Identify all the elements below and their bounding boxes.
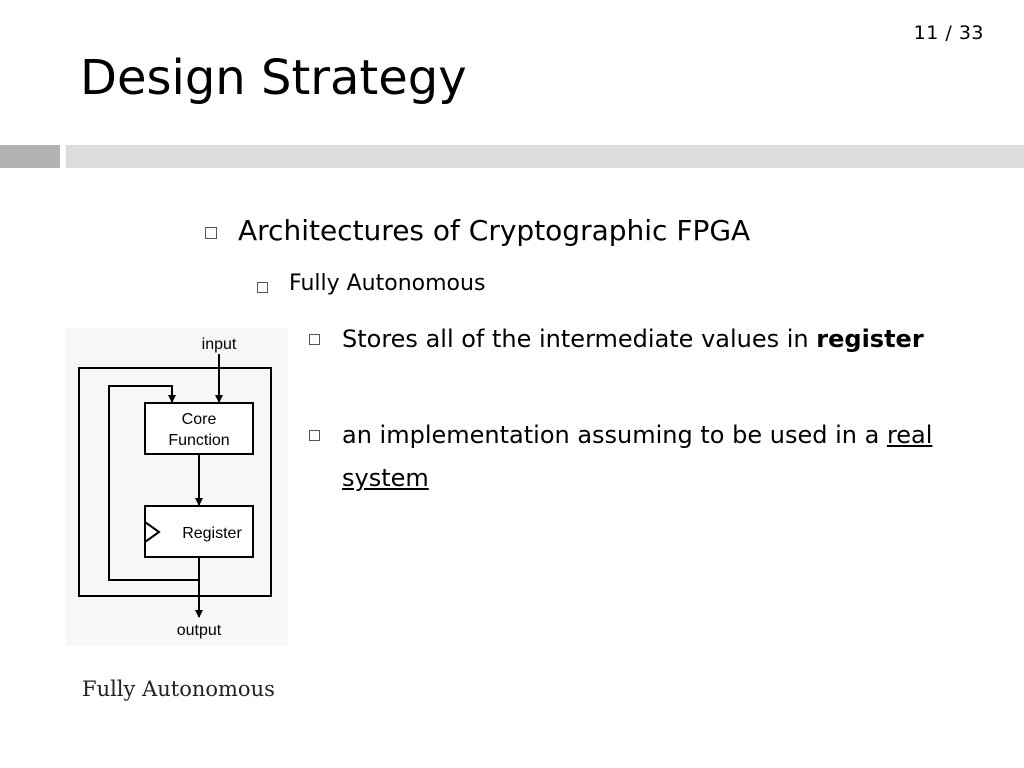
bullet-emphasis-underlined: real system: [342, 421, 933, 492]
square-bullet-icon: [309, 430, 320, 441]
fpga-outer-box: [78, 367, 272, 597]
square-bullet-icon: [309, 334, 320, 345]
bullet-text: Stores all of the intermediate values in: [342, 325, 809, 353]
bullet-level1: Architectures of Cryptographic FPGA: [205, 214, 750, 247]
register-box: [144, 505, 254, 558]
fully-autonomous-diagram: input Core Function Register output: [66, 328, 288, 646]
clock-triangle-icon: [144, 521, 161, 543]
bullet-level3-item: Stores all of the intermediate values in…: [309, 318, 949, 361]
square-bullet-icon: [205, 227, 217, 239]
diagram-output-label: output: [177, 622, 222, 639]
bullet-text: an implementation assuming to be used in…: [342, 421, 880, 449]
core-label-line2: Function: [168, 432, 229, 449]
bullet-emphasis-bold: register: [816, 325, 924, 353]
feedback-loop-arrow: [108, 385, 199, 581]
bullet-level2-text: Fully Autonomous: [289, 271, 486, 296]
bullet-level3-item: an implementation assuming to be used in…: [309, 414, 949, 500]
diagram-input-label: input: [202, 336, 237, 353]
slide-title: Design Strategy: [80, 50, 467, 106]
figure-caption: Fully Autonomous: [82, 677, 275, 701]
bullet-level3-text: Stores all of the intermediate values in…: [342, 318, 942, 361]
core-label-line1: Core: [182, 411, 217, 428]
diagram-background: [66, 328, 288, 646]
bullet-level3-text: an implementation assuming to be used in…: [342, 414, 942, 500]
title-divider-dark: [0, 145, 60, 168]
bullet-level1-text: Architectures of Cryptographic FPGA: [238, 214, 751, 247]
register-label: Register: [182, 525, 242, 542]
page-number: 11 / 33: [913, 22, 984, 44]
square-bullet-icon: [257, 282, 268, 293]
title-divider-light: [66, 145, 1024, 168]
bullet-level2: Fully Autonomous: [257, 271, 485, 296]
